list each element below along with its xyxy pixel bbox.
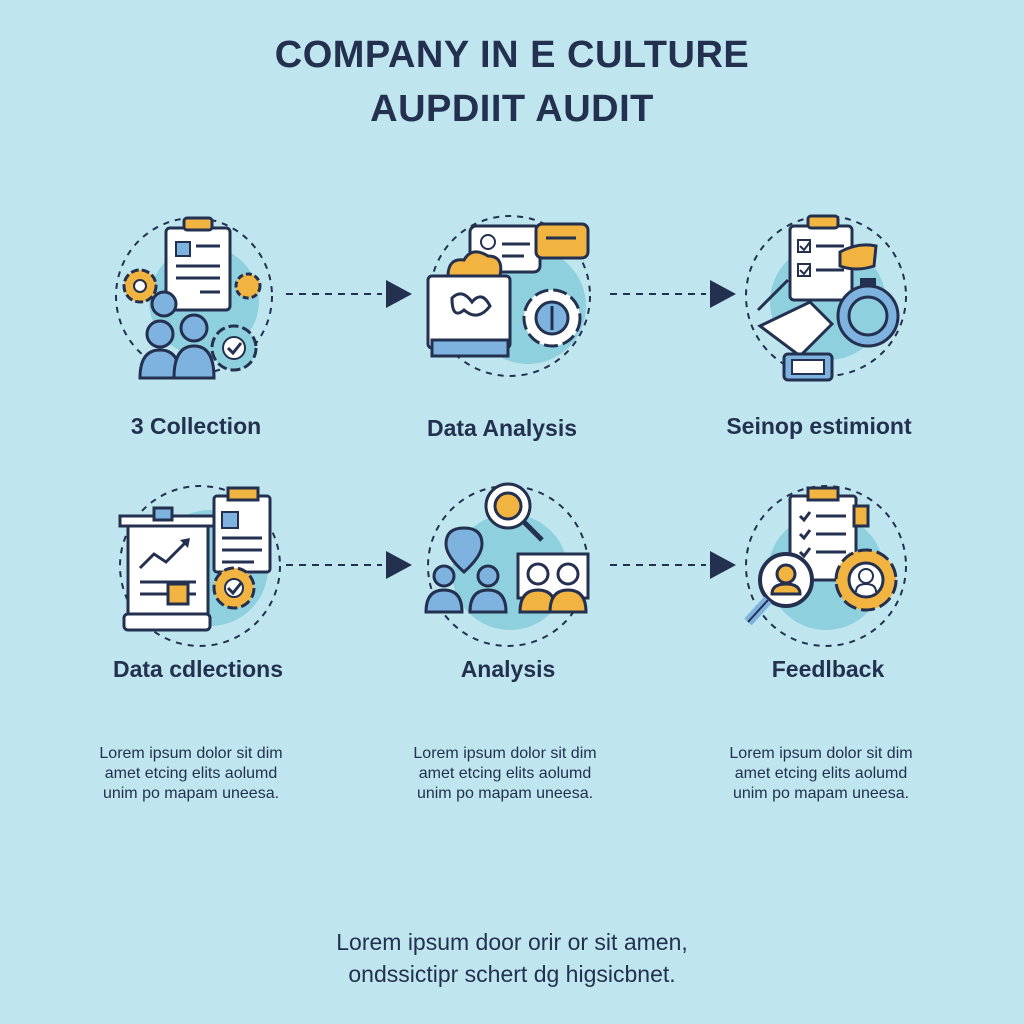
description-1-line-3: unim po mapam uneesa. xyxy=(102,785,280,802)
description-3-line-3: unim po mapam uneesa. xyxy=(732,785,910,802)
connector-arrow-1 xyxy=(282,274,422,314)
connector-arrow-3 xyxy=(282,545,422,585)
step-label-collection: 3 Collection xyxy=(130,413,262,439)
connector-arrow-4 xyxy=(606,545,746,585)
collection-icon xyxy=(104,206,284,386)
page-subtitle: AUPDIIT AUDIT xyxy=(370,88,654,130)
data-collections-icon xyxy=(110,476,290,656)
page-title: COMPANY IN E CULTURE xyxy=(274,34,750,76)
description-1-line-2: amet etcing elits aolumd xyxy=(104,765,278,782)
connector-arrow-2 xyxy=(606,274,746,314)
description-3-line-2: amet etcing elits aolumd xyxy=(734,765,908,782)
description-2: Lorem ipsum dolor sit dim amet etcing el… xyxy=(355,744,655,804)
step-label-data-collections: Data cdlections xyxy=(113,656,283,682)
description-1: Lorem ipsum dolor sit dim amet etcing el… xyxy=(41,744,341,804)
description-3: Lorem ipsum dolor sit dim amet etcing el… xyxy=(671,744,971,804)
description-2-line-1: Lorem ipsum dolor sit dim xyxy=(413,745,597,762)
footer-line-1: Lorem ipsum door orir or sit amen, xyxy=(336,929,688,955)
description-2-line-3: unim po mapam uneesa. xyxy=(416,785,594,802)
step-label-data-analysis: Data Analysis xyxy=(427,415,577,441)
description-2-line-2: amet etcing elits aolumd xyxy=(418,765,592,782)
step-label-feedback: Feedlback xyxy=(771,656,885,682)
step-label-analysis: Analysis xyxy=(460,656,556,682)
footer-text: Lorem ipsum door orir or sit amen, ondss… xyxy=(0,926,1024,990)
feedback-icon xyxy=(734,476,914,656)
footer-line-2: ondssictipr schert dg higsicbnet. xyxy=(348,961,676,987)
data-analysis-icon xyxy=(418,206,598,386)
description-3-line-1: Lorem ipsum dolor sit dim xyxy=(729,745,913,762)
step-label-assessment: Seinop estimiont xyxy=(726,413,912,439)
assessment-icon xyxy=(736,206,916,386)
description-1-line-1: Lorem ipsum dolor sit dim xyxy=(99,745,283,762)
analysis-icon xyxy=(418,476,598,656)
